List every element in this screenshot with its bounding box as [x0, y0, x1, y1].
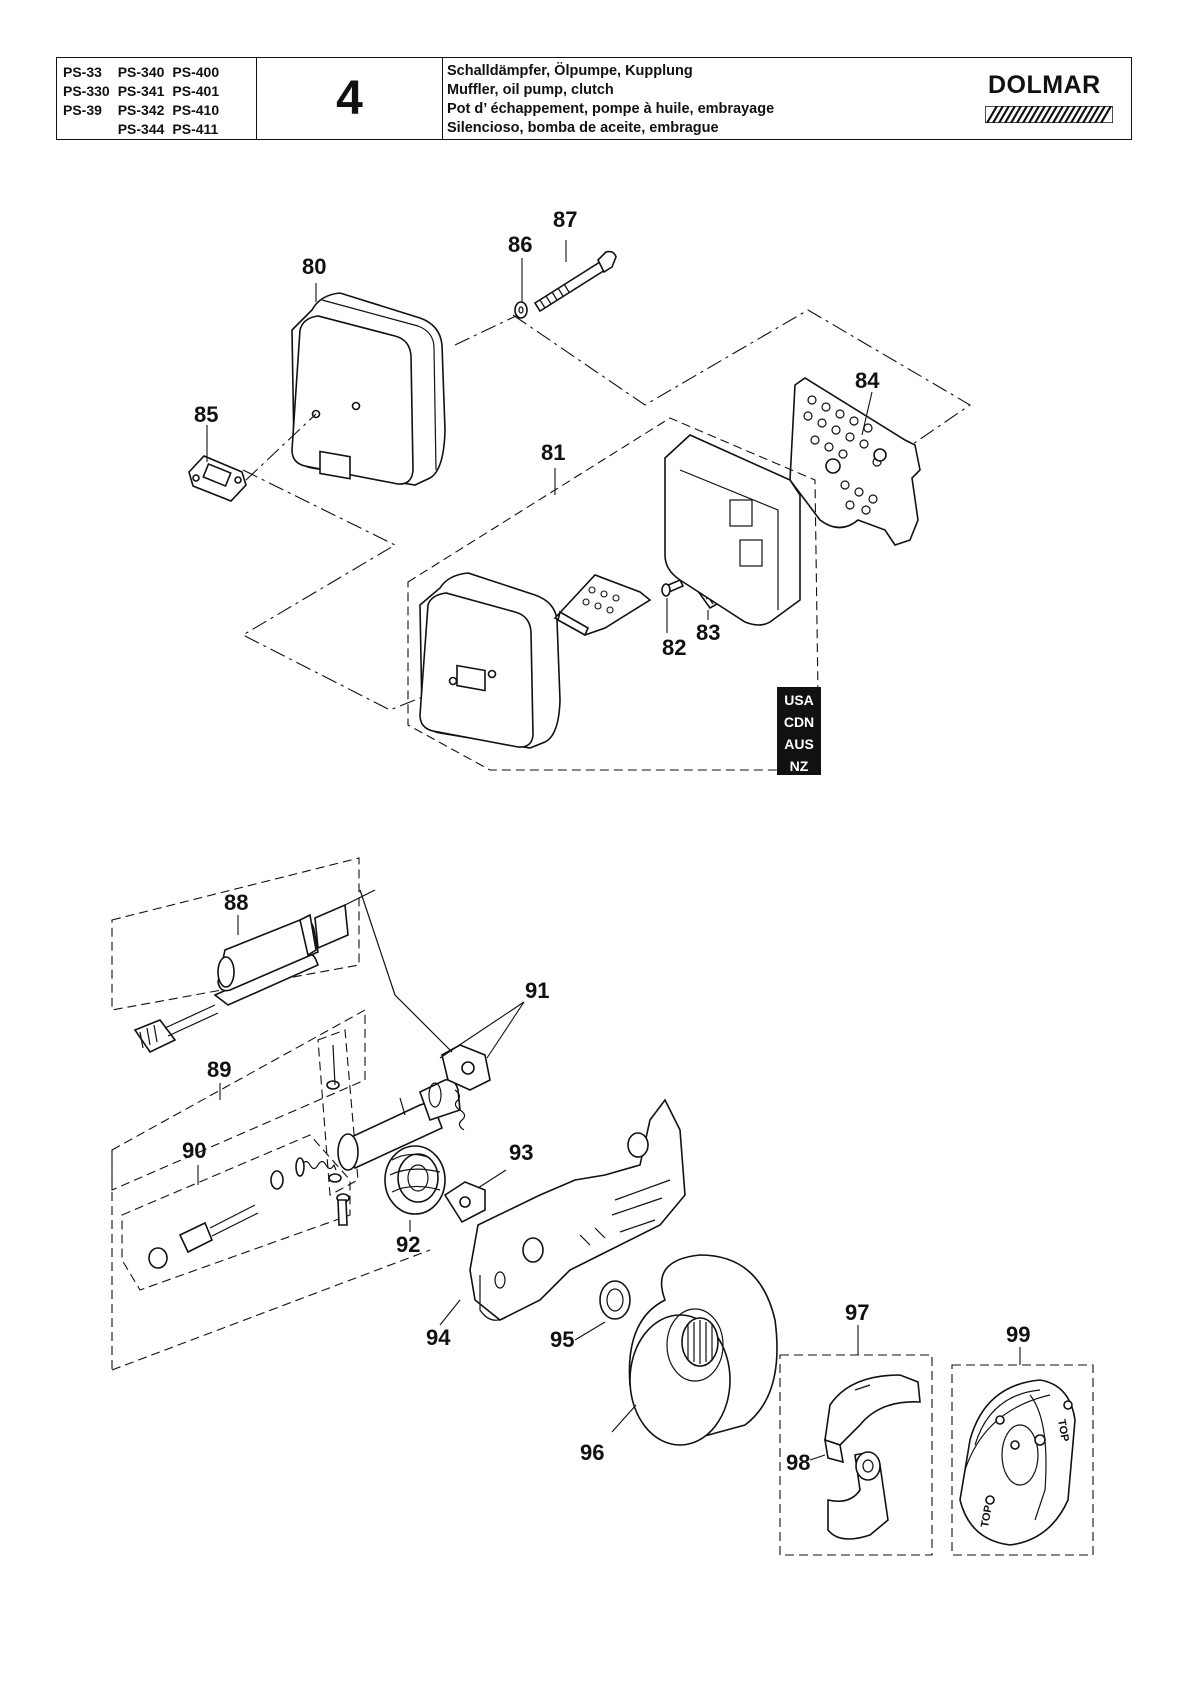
washer-86 [514, 301, 528, 319]
header-block: PS-33 PS-340 PS-400 PS-330 PS-341 PS-401… [56, 57, 1132, 140]
model-cell: PS-330 [63, 83, 110, 99]
model-cell: PS-340 [117, 64, 165, 80]
oil-pump-89 [337, 1078, 461, 1171]
callout-84: 84 [855, 368, 880, 393]
callout-96: 96 [580, 1440, 604, 1465]
callout-94: 94 [426, 1325, 451, 1350]
region-label-box [777, 687, 821, 775]
brand-stripes-icon [985, 106, 1113, 123]
top-marking: TOP [1055, 1418, 1071, 1442]
variant-region-99 [951, 1364, 1094, 1556]
callout-82: 82 [662, 635, 686, 660]
callout-98: 98 [786, 1450, 810, 1475]
assembly-line [241, 469, 441, 711]
model-row: PS-39 PS-342 PS-410 [63, 101, 227, 120]
callout-99: 99 [1006, 1322, 1030, 1347]
model-cell: PS-344 [117, 121, 165, 137]
model-cell: PS-39 [63, 102, 102, 118]
variant-region-screw [317, 1029, 359, 1196]
gasket-85 [188, 455, 247, 502]
model-cell: PS-401 [172, 83, 220, 99]
assembly-line [512, 309, 972, 471]
callout-87: 87 [553, 207, 577, 232]
callout-95: 95 [550, 1327, 574, 1352]
callout-90: 90 [182, 1138, 206, 1163]
brand-name: DOLMAR [988, 71, 1101, 99]
oil-pump-variant-88 [133, 889, 376, 1054]
screw-82 [661, 578, 685, 597]
spark-arrester-holder [553, 574, 652, 637]
clutch-99 [959, 1379, 1076, 1546]
model-row: PS-33 PS-340 PS-400 [63, 63, 227, 82]
muffler-cover [664, 434, 801, 626]
title-french: Pot d’ échappement, pompe à huile, embra… [447, 101, 775, 117]
section-titles: Schalldämpfer, Ölpumpe, Kupplung Muffler… [443, 58, 963, 139]
variant-region-97 [779, 1354, 933, 1556]
model-cell: PS-33 [63, 64, 102, 80]
top-marking: TOP [979, 1504, 995, 1528]
callout-81: 81 [541, 440, 565, 465]
variant-region-90 [121, 1134, 351, 1291]
clutch-shoe-97 [823, 1374, 921, 1540]
washer-hole [518, 306, 524, 314]
clutch-drum-96 [628, 1254, 778, 1446]
callout-89: 89 [207, 1057, 231, 1082]
heat-shield-84 [789, 377, 921, 546]
exhaust-port [319, 450, 351, 480]
washer-95 [599, 1280, 631, 1320]
assembly-line [245, 413, 317, 481]
variant-region-88 [111, 857, 360, 1011]
title-german: Schalldämpfer, Ölpumpe, Kupplung [447, 63, 693, 79]
muffler-80 [291, 292, 446, 486]
callout-92: 92 [396, 1232, 420, 1257]
region-label-nz: NZ [790, 758, 809, 774]
callout-83: 83 [696, 620, 720, 645]
bolt-hole [351, 401, 361, 411]
assembly-line [454, 314, 519, 346]
callout-97: 97 [845, 1300, 869, 1325]
model-list: PS-33 PS-340 PS-400 PS-330 PS-341 PS-401… [57, 58, 257, 139]
worm-gear-92 [384, 1145, 446, 1215]
bolt-87 [533, 250, 617, 313]
plunger-90 [148, 1170, 284, 1269]
callout-91: 91 [525, 978, 549, 1003]
guide-plate-94 [469, 1098, 686, 1321]
model-cell: PS-342 [117, 102, 165, 118]
callout-numbers: 80 81 82 83 84 85 86 87 88 89 90 91 92 9… [182, 207, 1030, 1475]
model-cell: PS-341 [117, 83, 165, 99]
model-row: PS-344 PS-411 [63, 120, 227, 139]
variant-region-89 [111, 1249, 431, 1371]
axis-line [332, 1044, 336, 1086]
muffler-variant [419, 572, 561, 749]
model-row: PS-330 PS-341 PS-401 [63, 82, 227, 101]
model-cell: PS-410 [172, 102, 220, 118]
oil-pump-block-91 [359, 889, 491, 1131]
callout-85: 85 [194, 402, 218, 427]
bracket-93 [443, 1181, 486, 1224]
brand-logo: DOLMAR [963, 58, 1131, 139]
callout-93: 93 [509, 1140, 533, 1165]
spring-90 [295, 1157, 337, 1177]
title-english: Muffler, oil pump, clutch [447, 82, 614, 98]
model-cell: PS-400 [172, 64, 220, 80]
region-label-usa: USA [784, 692, 814, 708]
leader-lines [197, 240, 1021, 1461]
region-label-aus: AUS [784, 736, 814, 752]
model-table: PS-33 PS-340 PS-400 PS-330 PS-341 PS-401… [63, 63, 227, 139]
callout-88: 88 [224, 890, 248, 915]
callout-80: 80 [302, 254, 326, 279]
region-label-cdn: CDN [784, 714, 814, 730]
section-number: 4 [257, 58, 443, 139]
callout-86: 86 [508, 232, 532, 257]
model-cell: PS-411 [172, 121, 219, 137]
variant-region-89 [111, 1009, 366, 1191]
title-spanish: Silencioso, bomba de aceite, embrague [447, 120, 719, 136]
region-labels: USA CDN AUS NZ [784, 692, 814, 774]
screw-90 [326, 1080, 350, 1226]
